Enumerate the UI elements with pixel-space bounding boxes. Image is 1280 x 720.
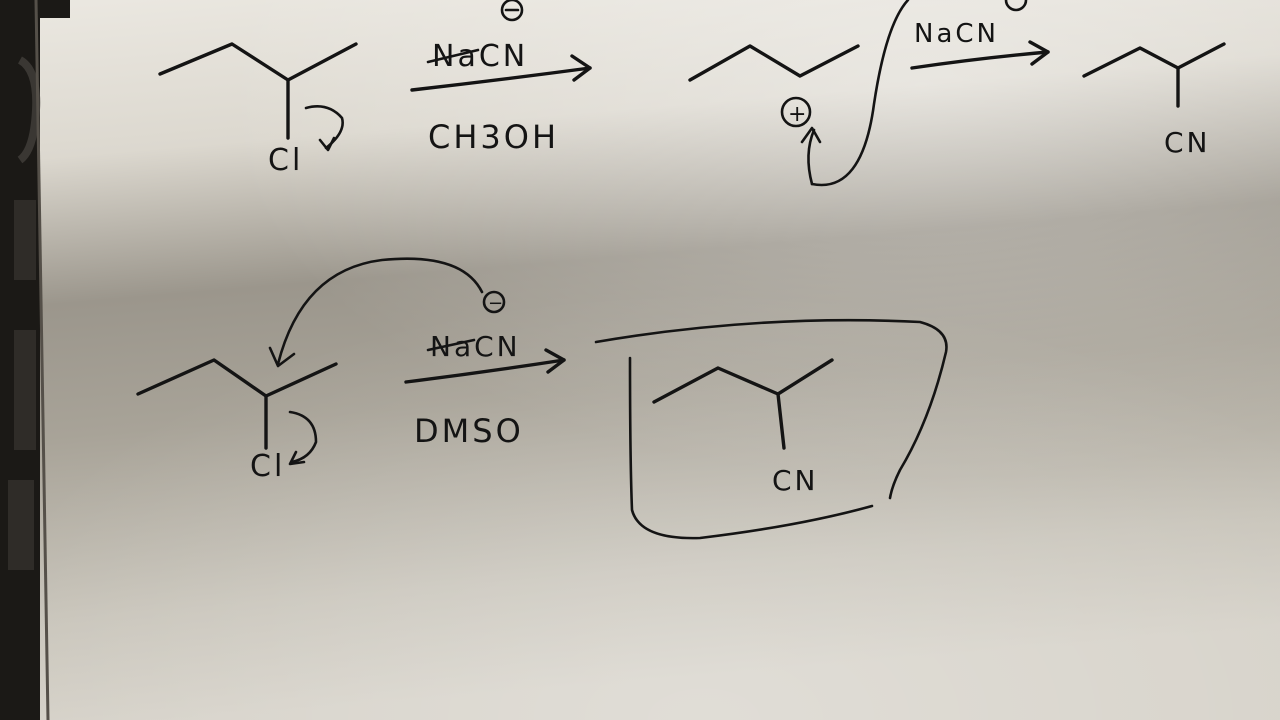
product-top-group: CN: [1164, 126, 1211, 159]
nucleophile-charge: −: [488, 293, 506, 314]
solvent-top-1: CH3OH: [428, 118, 559, 156]
binder-edge: [0, 0, 70, 720]
substrate-bottom-leaving-group: Cl: [250, 449, 285, 484]
reagent-top-2: NaCN: [914, 19, 999, 49]
product-bottom-skeleton: [652, 358, 834, 450]
reaction-arrow-1: [410, 0, 592, 92]
product-bottom-group: CN: [772, 464, 819, 497]
reagent-bottom-strike: [426, 338, 476, 352]
nucleophile-attack-arrow: [268, 257, 506, 368]
carbocation-skeleton: [688, 0, 910, 187]
carbocation-charge: +: [788, 102, 809, 127]
solvent-bottom: DMSO: [414, 412, 524, 450]
product-top-skeleton: [1082, 42, 1226, 108]
substrate-top-leaving-group: Cl: [268, 143, 303, 178]
substrate-top-skeleton: [158, 42, 358, 152]
reagent-strike: [426, 48, 480, 64]
reaction-arrow-2: [910, 0, 1050, 70]
reaction-arrow-3: [404, 348, 566, 384]
product-box: [594, 318, 948, 540]
substrate-bottom-skeleton: [136, 358, 338, 466]
